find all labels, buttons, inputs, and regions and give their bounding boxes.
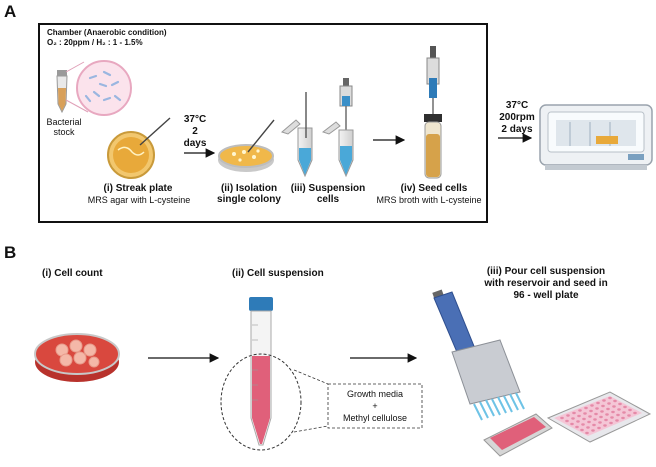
well xyxy=(565,419,569,423)
well xyxy=(584,406,588,410)
step-a1-title: (i) Streak plate xyxy=(103,183,173,194)
chamber-gas: O₂ : 20ppm / H₂ : 1 - 1.5% xyxy=(47,38,143,47)
well xyxy=(607,402,611,405)
well xyxy=(600,410,604,413)
reservoir-icon xyxy=(483,413,553,457)
well xyxy=(618,402,622,406)
well xyxy=(612,405,616,408)
well xyxy=(589,409,593,413)
well xyxy=(603,424,607,427)
anaerobic-chamber-frame xyxy=(38,23,488,223)
zoom-line-top xyxy=(293,369,329,385)
well xyxy=(610,416,614,419)
well xyxy=(566,414,570,417)
well xyxy=(621,416,625,420)
well xyxy=(615,419,619,422)
well xyxy=(598,421,602,424)
step-b2-title: (ii) Cell suspension xyxy=(232,268,324,279)
well xyxy=(601,404,605,408)
step-a1-sub: MRS agar with L-cysteine xyxy=(87,195,191,205)
well xyxy=(616,413,620,417)
panel-a-letter: A xyxy=(4,2,17,21)
well xyxy=(581,423,585,426)
well xyxy=(590,404,594,407)
media-callout-text: Growth media+Methyl cellulose xyxy=(342,389,408,423)
shaking-incubator-icon xyxy=(539,104,653,170)
well xyxy=(580,428,584,432)
well xyxy=(583,412,587,415)
well xyxy=(611,410,615,414)
well xyxy=(602,399,606,402)
well xyxy=(628,408,632,412)
well xyxy=(594,412,598,416)
isolation-plate-icon xyxy=(218,119,275,172)
bacterial-stock-tube-icon xyxy=(56,70,68,114)
well xyxy=(575,425,579,429)
well xyxy=(623,405,627,409)
cell-count-petri-icon xyxy=(34,333,120,382)
well xyxy=(570,422,574,426)
well xyxy=(633,411,637,415)
well xyxy=(585,431,589,435)
pipette-tube-icon xyxy=(321,78,354,178)
conical-tube-icon xyxy=(249,297,273,446)
well xyxy=(592,423,596,427)
well xyxy=(599,415,603,419)
well xyxy=(613,399,617,403)
well xyxy=(605,413,609,416)
well xyxy=(578,409,582,412)
well xyxy=(593,418,597,421)
well xyxy=(572,411,576,415)
well xyxy=(596,401,600,405)
well xyxy=(597,426,601,430)
well xyxy=(595,407,599,410)
well xyxy=(608,396,612,400)
multichannel-pipette-icon xyxy=(432,289,525,421)
zoom-dashed-circle xyxy=(220,353,302,451)
zoom-line-bottom xyxy=(293,425,329,433)
well xyxy=(617,408,621,411)
panel-b-letter: B xyxy=(4,243,17,262)
bacteria-zoom-icon xyxy=(65,60,132,116)
media-callout-box xyxy=(327,383,423,429)
well xyxy=(586,426,590,429)
well-plate-icon xyxy=(546,391,652,443)
well xyxy=(604,418,608,422)
suspension-tube-icon xyxy=(281,92,313,178)
well xyxy=(622,411,626,414)
well xyxy=(582,417,586,421)
seed-cells-tube-icon xyxy=(424,46,442,179)
well xyxy=(609,421,613,425)
step-a4-title: (iv) Seed cells xyxy=(400,183,468,194)
well xyxy=(591,429,595,432)
well xyxy=(627,414,631,417)
chamber-title: Chamber (Anaerobic condition) xyxy=(47,28,167,37)
well xyxy=(588,415,592,418)
well xyxy=(587,420,591,424)
well xyxy=(571,417,575,420)
streak-plate-icon xyxy=(107,117,171,179)
well xyxy=(560,416,564,420)
well xyxy=(576,420,580,423)
well xyxy=(606,407,610,411)
step-b1-title: (i) Cell count xyxy=(42,268,103,279)
well xyxy=(577,414,581,418)
step-a4-sub: MRS broth with L-cysteine xyxy=(376,195,482,205)
